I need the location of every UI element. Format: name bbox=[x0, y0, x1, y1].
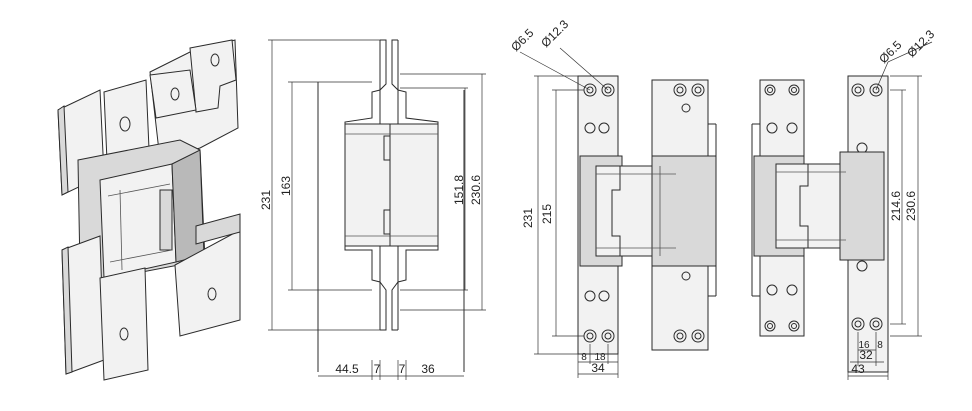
fv1-dim-hole-small: Ø6.5 bbox=[508, 26, 537, 55]
side-dim-right-gap: 7 bbox=[399, 362, 406, 376]
side-view: 231 163 151.8 230.6 44.5 7 7 36 bbox=[259, 39, 486, 380]
fv2-dim-offset-a: 16 bbox=[858, 340, 870, 351]
side-dim-total-height: 231 bbox=[259, 190, 273, 210]
fv1-dim-hole-large: Ø12.3 bbox=[538, 17, 571, 50]
isometric-hinge-view bbox=[57, 39, 241, 381]
fv2-dim-plate-width: 43 bbox=[851, 362, 865, 376]
fv2-dim-total-height: 230.6 bbox=[904, 191, 918, 221]
side-dim-left-width: 44.5 bbox=[335, 362, 359, 376]
fv1-dim-plate-width: 34 bbox=[591, 361, 605, 375]
side-dim-right-width: 36 bbox=[421, 362, 435, 376]
front-view-2: Ø6.5 Ø12.3 214.6 230.6 16 8 32 43 bbox=[751, 27, 937, 380]
fv2-dim-hole-large: Ø12.3 bbox=[904, 27, 937, 60]
fv1-dim-offset-b: 18 bbox=[594, 352, 606, 363]
fv1-dim-total-height: 231 bbox=[521, 208, 535, 228]
side-dim-right-outer-height: 230.6 bbox=[469, 175, 483, 205]
side-dim-left-gap: 7 bbox=[374, 362, 381, 376]
front-view-1: Ø6.5 Ø12.3 231 215 8 18 34 bbox=[508, 17, 717, 378]
fv2-dim-hole-small: Ø6.5 bbox=[876, 38, 905, 67]
fv1-dim-offset-a: 8 bbox=[581, 352, 587, 363]
fv1-dim-hole-spacing: 215 bbox=[540, 204, 554, 224]
side-dim-right-inner-height: 151.8 bbox=[452, 175, 466, 205]
fv2-dim-hole-spacing: 214.6 bbox=[889, 191, 903, 221]
side-dim-left-height: 163 bbox=[279, 176, 293, 196]
fv2-dim-hole-span: 32 bbox=[859, 348, 873, 362]
fv2-dim-offset-b: 8 bbox=[877, 340, 883, 351]
